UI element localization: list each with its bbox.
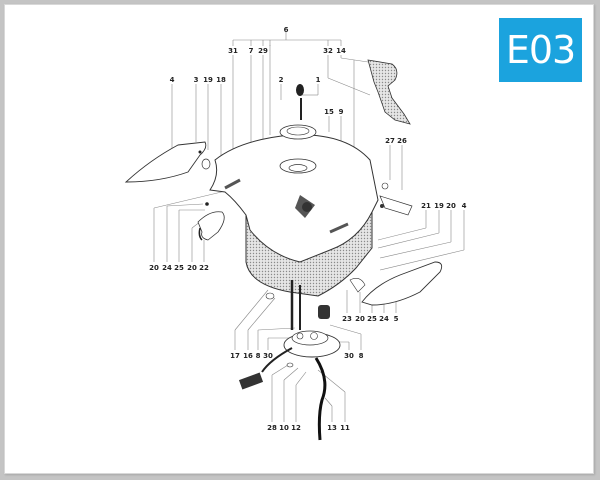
callout-label: 7 (248, 47, 254, 55)
callout-label: 27 (385, 137, 395, 145)
callout-label: 30 (263, 352, 273, 360)
callout-label: 8 (255, 352, 261, 360)
callout-label: 25 (367, 315, 377, 323)
callout-label: 20 (149, 264, 159, 272)
callout-label: 20 (355, 315, 365, 323)
callout-label: 13 (327, 424, 337, 432)
callout-label: 11 (340, 424, 350, 432)
callout-label: 2 (278, 76, 284, 84)
right-bracket (379, 182, 413, 216)
callout-label: 16 (243, 352, 253, 360)
callout-label: 24 (379, 315, 389, 323)
callout-label: 6 (283, 26, 289, 34)
fuel-cap (279, 84, 317, 140)
callout-label: 12 (291, 424, 301, 432)
fuel-pump (238, 280, 341, 441)
callout-label: 28 (267, 424, 277, 432)
callout-label: 25 (174, 264, 184, 272)
section-code-badge: E03 (499, 18, 582, 82)
left-side-cover (124, 141, 211, 183)
left-bracket (197, 202, 225, 241)
callout-label: 23 (342, 315, 352, 323)
callout-label: 8 (358, 352, 364, 360)
callout-label: 31 (228, 47, 238, 55)
fuel-tank (209, 134, 379, 297)
callout-label: 15 (324, 108, 334, 116)
callout-label: 17 (230, 352, 240, 360)
callout-label: 3 (193, 76, 199, 84)
callout-label: 24 (162, 264, 172, 272)
callout-label: 19 (434, 202, 444, 210)
callout-label: 22 (199, 264, 209, 272)
right-side-cover (349, 261, 443, 306)
callout-label: 10 (279, 424, 289, 432)
callout-label: 20 (187, 264, 197, 272)
callout-label: 19 (203, 76, 213, 84)
callout-label: 5 (393, 315, 399, 323)
callout-label: 14 (336, 47, 346, 55)
callout-label: 32 (323, 47, 333, 55)
knee-pad (367, 59, 411, 125)
callout-label: 29 (258, 47, 268, 55)
callout-label: 1 (315, 76, 321, 84)
callout-label: 20 (446, 202, 456, 210)
callout-label: 18 (216, 76, 226, 84)
callout-label: 21 (421, 202, 431, 210)
leader-lines (153, 32, 465, 422)
callout-label: 26 (397, 137, 407, 145)
callout-label: 4 (461, 202, 467, 210)
callout-label: 30 (344, 352, 354, 360)
callout-label: 4 (169, 76, 175, 84)
callout-label: 9 (338, 108, 344, 116)
